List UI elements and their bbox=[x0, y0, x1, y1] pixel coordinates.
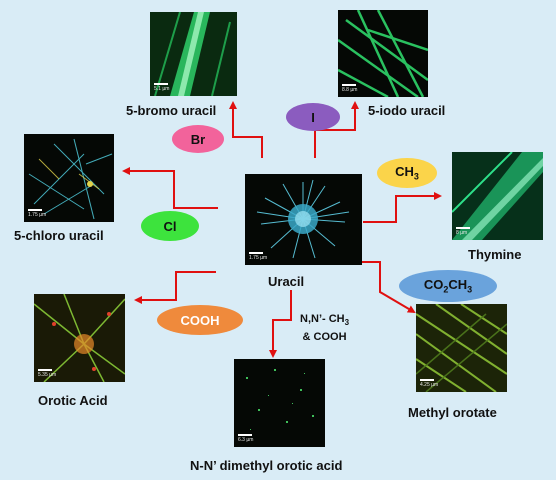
iodo-label: 5-iodo uracil bbox=[368, 103, 446, 118]
methyl-orotate-micrograph: 4.25 µm bbox=[416, 304, 507, 392]
arrow-to-orotic bbox=[134, 271, 216, 304]
chloro-substituent-text: Cl bbox=[163, 218, 177, 234]
orotic-micrograph: 5.35 µm bbox=[34, 294, 125, 382]
methyl-ester-part-a-sub: 2 bbox=[443, 284, 449, 295]
methyl-ester-part-b: CH bbox=[448, 277, 468, 293]
thymine-scale-bar: 8 µm bbox=[456, 227, 470, 236]
methyl-substituent-text: CH3 bbox=[395, 164, 419, 182]
methyl-ester-part-a: CO bbox=[423, 277, 444, 293]
uracil-micrograph: 1.75 µm bbox=[245, 174, 362, 265]
methyl-substituent-main: CH bbox=[395, 164, 414, 180]
uracil-scale-bar: 1.75 µm bbox=[249, 252, 267, 261]
methyl-ester-substituent: CO2CH3 bbox=[399, 270, 497, 302]
dimethyl-condition-line1: N,N’- CH3 bbox=[300, 312, 349, 330]
orotic-scale-bar: 5.35 µm bbox=[38, 369, 56, 378]
bromo-substituent: Br bbox=[172, 125, 224, 153]
chloro-scale-bar: 1.75 µm bbox=[28, 209, 46, 218]
methyl-orotate-scale-bar: 4.25 µm bbox=[420, 379, 438, 388]
dimethyl-condition-line1-sub: 3 bbox=[344, 318, 350, 328]
carboxyl-substituent-text: COOH bbox=[180, 312, 220, 328]
iodo-scale-bar: 8.8 µm bbox=[342, 84, 357, 93]
methyl-substituent-sub: 3 bbox=[413, 171, 419, 182]
iodo-micrograph: 8.8 µm bbox=[338, 10, 428, 97]
uracil-label: Uracil bbox=[268, 274, 305, 289]
dimethyl-scale-bar: 6.3 µm bbox=[238, 434, 253, 443]
methyl-substituent: CH3 bbox=[377, 158, 437, 188]
iodo-substituent: I bbox=[286, 103, 340, 131]
bromo-micrograph: 5.1 µm bbox=[150, 12, 237, 96]
dimethyl-condition-line1-main: N,N’- CH bbox=[300, 313, 345, 325]
chloro-substituent: Cl bbox=[141, 211, 199, 241]
dimethyl-label: N-N’ dimethyl orotic acid bbox=[190, 458, 343, 473]
chloro-label: 5-chloro uracil bbox=[14, 228, 104, 243]
arrow-to-thymine bbox=[363, 192, 442, 223]
carboxyl-substituent: COOH bbox=[157, 305, 243, 335]
dimethyl-condition: N,N’- CH3 & COOH bbox=[300, 312, 349, 344]
chloro-micrograph: 1.75 µm bbox=[24, 134, 114, 222]
methyl-ester-part-b-sub: 3 bbox=[467, 284, 473, 295]
iodo-substituent-text: I bbox=[311, 109, 315, 125]
arrow-to-chloro bbox=[122, 167, 218, 209]
dimethyl-condition-line2: & COOH bbox=[302, 331, 347, 344]
bromo-scale-bar: 5.1 µm bbox=[154, 83, 169, 92]
thymine-micrograph: 8 µm bbox=[452, 152, 543, 240]
bromo-label: 5-bromo uracil bbox=[126, 103, 217, 118]
dimethyl-micrograph: 6.3 µm bbox=[234, 359, 325, 447]
thymine-label: Thymine bbox=[468, 247, 522, 262]
methyl-ester-substituent-text: CO2CH3 bbox=[424, 277, 472, 295]
arrow-to-dimethyl bbox=[269, 290, 292, 358]
orotic-label: Orotic Acid bbox=[38, 393, 108, 408]
arrow-to-bromo bbox=[229, 101, 263, 158]
methyl-orotate-label: Methyl orotate bbox=[408, 405, 497, 420]
bromo-substituent-text: Br bbox=[190, 131, 206, 147]
